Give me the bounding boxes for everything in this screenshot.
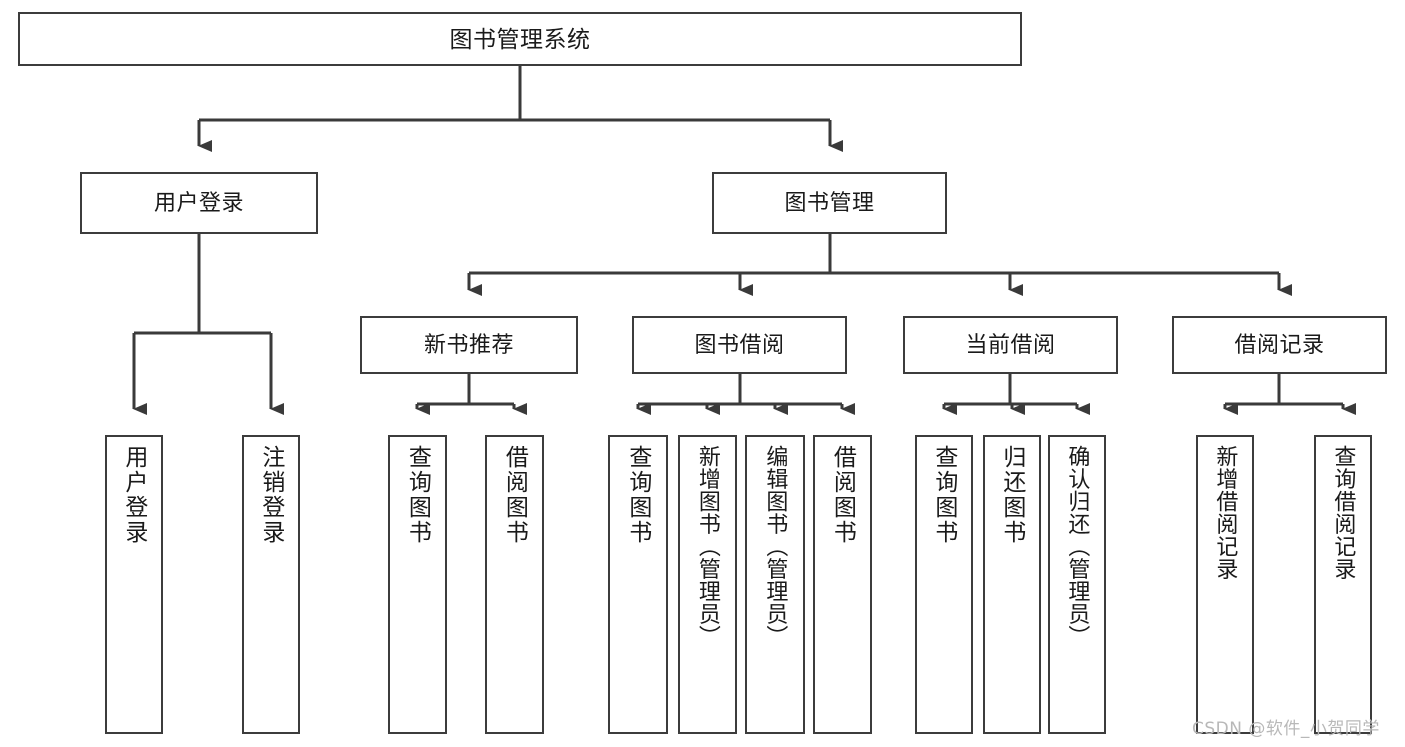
- node-leaf-confirm-return[interactable]: 确认归还（管理员）: [1048, 435, 1106, 734]
- node-borrow-record[interactable]: 借阅记录: [1172, 316, 1387, 374]
- node-book-borrow-label: 图书借阅: [694, 332, 785, 358]
- node-leaf-edit-book-label: 编辑图书（管理员）: [763, 445, 789, 648]
- node-book-borrow[interactable]: 图书借阅: [632, 316, 847, 374]
- node-user-login-label: 用户登录: [153, 190, 244, 216]
- node-leaf-query-book-2[interactable]: 查询图书: [608, 435, 668, 734]
- node-leaf-borrow-book-2-label: 借阅图书: [830, 445, 857, 545]
- node-leaf-borrow-book-2[interactable]: 借阅图书: [813, 435, 872, 734]
- node-leaf-borrow-book-1[interactable]: 借阅图书: [485, 435, 544, 734]
- node-leaf-query-book-1[interactable]: 查询图书: [388, 435, 447, 734]
- node-leaf-edit-book[interactable]: 编辑图书（管理员）: [745, 435, 805, 734]
- node-leaf-query-record[interactable]: 查询借阅记录: [1314, 435, 1372, 734]
- node-new-book-rec-label: 新书推荐: [423, 332, 514, 358]
- node-new-book-rec[interactable]: 新书推荐: [360, 316, 578, 374]
- node-leaf-return-book-label: 归还图书: [999, 445, 1026, 545]
- node-book-manage-label: 图书管理: [784, 190, 875, 216]
- node-leaf-add-book[interactable]: 新增图书（管理员）: [678, 435, 737, 734]
- node-leaf-borrow-book-1-label: 借阅图书: [502, 445, 529, 545]
- node-leaf-add-record[interactable]: 新增借阅记录: [1196, 435, 1254, 734]
- csdn-watermark: CSDN @软件_小贺同学: [1192, 719, 1380, 739]
- node-leaf-query-book-2-label: 查询图书: [625, 445, 652, 545]
- node-leaf-query-book-3[interactable]: 查询图书: [915, 435, 973, 734]
- node-leaf-logout[interactable]: 注销登录: [242, 435, 300, 734]
- node-book-manage[interactable]: 图书管理: [712, 172, 947, 234]
- node-leaf-add-book-label: 新增图书（管理员）: [695, 445, 721, 648]
- node-leaf-return-book[interactable]: 归还图书: [983, 435, 1041, 734]
- node-current-borrow-label: 当前借阅: [965, 332, 1056, 358]
- node-root[interactable]: 图书管理系统: [18, 12, 1022, 66]
- node-leaf-query-book-3-label: 查询图书: [931, 445, 958, 545]
- node-root-label: 图书管理系统: [449, 25, 591, 52]
- node-current-borrow[interactable]: 当前借阅: [903, 316, 1118, 374]
- node-leaf-add-record-label: 新增借阅记录: [1213, 445, 1239, 580]
- node-user-login[interactable]: 用户登录: [80, 172, 318, 234]
- node-leaf-user-login-label: 用户登录: [121, 445, 148, 545]
- node-leaf-user-login[interactable]: 用户登录: [105, 435, 163, 734]
- node-leaf-confirm-return-label: 确认归还（管理员）: [1065, 445, 1091, 648]
- node-borrow-record-label: 借阅记录: [1234, 332, 1325, 358]
- node-leaf-logout-label: 注销登录: [258, 445, 285, 545]
- node-leaf-query-book-1-label: 查询图书: [405, 445, 432, 545]
- node-leaf-query-record-label: 查询借阅记录: [1331, 445, 1357, 580]
